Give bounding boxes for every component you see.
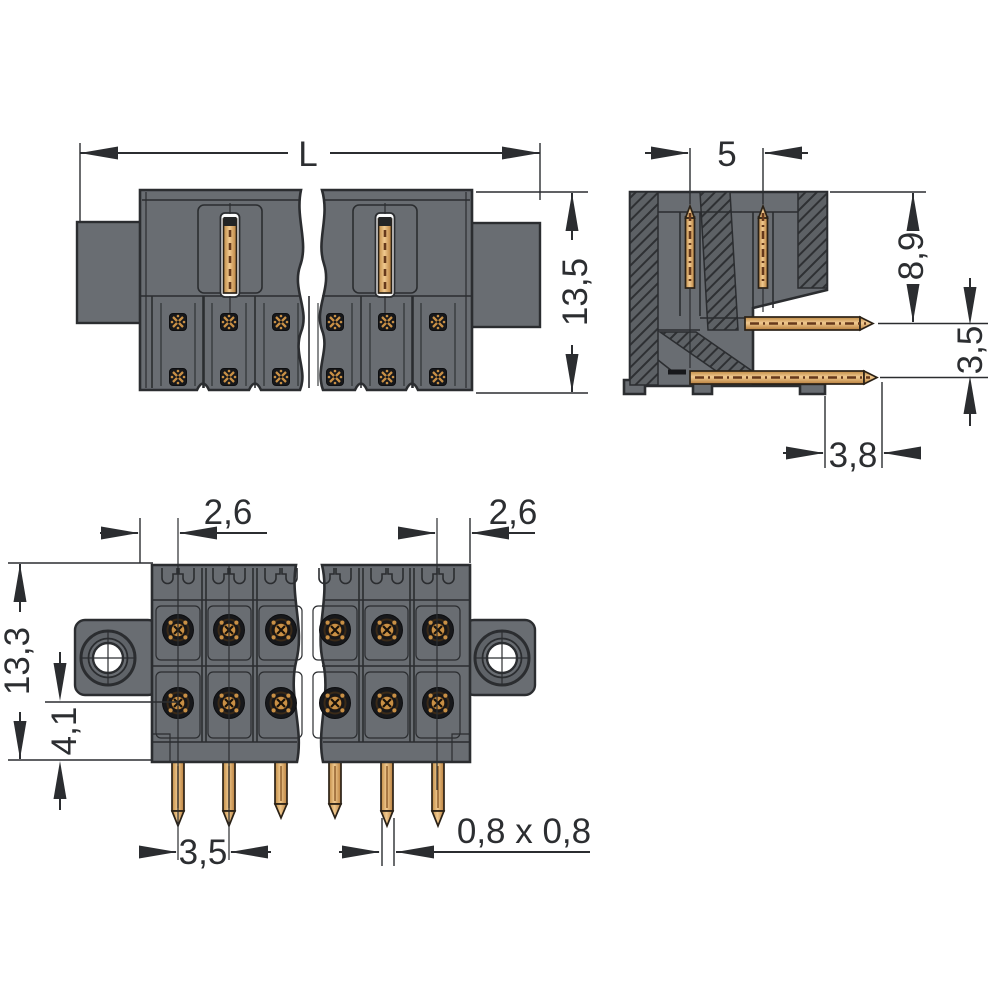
section-hatch-right-wall	[797, 191, 828, 289]
dimension-pin-spacing: 5	[645, 135, 808, 204]
front-terminal-channels	[151, 296, 456, 388]
dim-label-3-8: 3,8	[829, 436, 878, 475]
dim-label-5: 5	[717, 135, 736, 174]
dimension-overall-depth: 13,3	[0, 562, 153, 761]
dim-label-3-5-side: 3,5	[951, 326, 990, 375]
bottom-centerlines	[139, 518, 471, 860]
section-vertical-pin-1	[684, 203, 696, 368]
section-horizontal-pin-upper	[744, 315, 875, 332]
dim-label-3-5-bottom: 3,5	[179, 833, 228, 872]
dimension-overall-length: L	[79, 135, 541, 222]
front-mating-pin-right	[374, 203, 396, 330]
dimension-edge-to-pin-left: 2,6	[100, 493, 267, 540]
front-mounting-flange-right	[468, 221, 542, 329]
bottom-mounting-flange-left	[73, 618, 160, 697]
bottom-mounting-flange-right	[462, 618, 537, 697]
section-view: 5 8,9 3,5 3,8	[622, 135, 990, 475]
dim-label-0-8x0-8: 0,8 x 0,8	[457, 812, 591, 851]
section-hatch-center-wall	[699, 191, 739, 331]
dimension-pin-pitch: 3,5	[139, 833, 271, 872]
bottom-coding-band	[152, 567, 470, 601]
dim-label-2-6-right: 2,6	[489, 493, 538, 532]
bottom-solder-pins	[171, 761, 445, 827]
section-vertical-pin-2	[757, 203, 769, 312]
front-housing-right-half	[318, 188, 474, 392]
front-mating-pin-left	[219, 203, 241, 330]
dim-label-13-3: 13,3	[0, 627, 37, 695]
dimension-overall-height: 13,5	[476, 191, 595, 394]
dim-label-4-1: 4,1	[45, 707, 84, 756]
front-mounting-flange-left	[75, 220, 147, 325]
dimension-pin-protrusion: 3,8	[783, 382, 921, 475]
dim-label-13-5: 13,5	[556, 258, 595, 326]
dim-label-2-6-left: 2,6	[204, 493, 253, 532]
bottom-housing-right-half	[319, 563, 472, 764]
dim-label-L: L	[298, 135, 317, 174]
front-view: L 13,5	[75, 135, 595, 394]
dimension-pin-row-offset: 3,5	[880, 278, 990, 426]
bottom-view: 2,6 2,6 13,3 4,1	[0, 493, 591, 872]
section-hatch-left-wall	[629, 191, 659, 386]
dimension-pin-cross-section: 0,8 x 0,8	[339, 812, 591, 866]
dim-label-8-9: 8,9	[892, 232, 931, 281]
dimension-upper-pin-length: 8,9	[830, 191, 988, 325]
dimension-row-to-edge: 4,1	[45, 652, 178, 810]
section-horizontal-pin-lower	[689, 369, 879, 386]
dimension-edge-to-pin-right: 2,6	[398, 493, 537, 540]
bottom-housing-left-half	[150, 563, 301, 764]
